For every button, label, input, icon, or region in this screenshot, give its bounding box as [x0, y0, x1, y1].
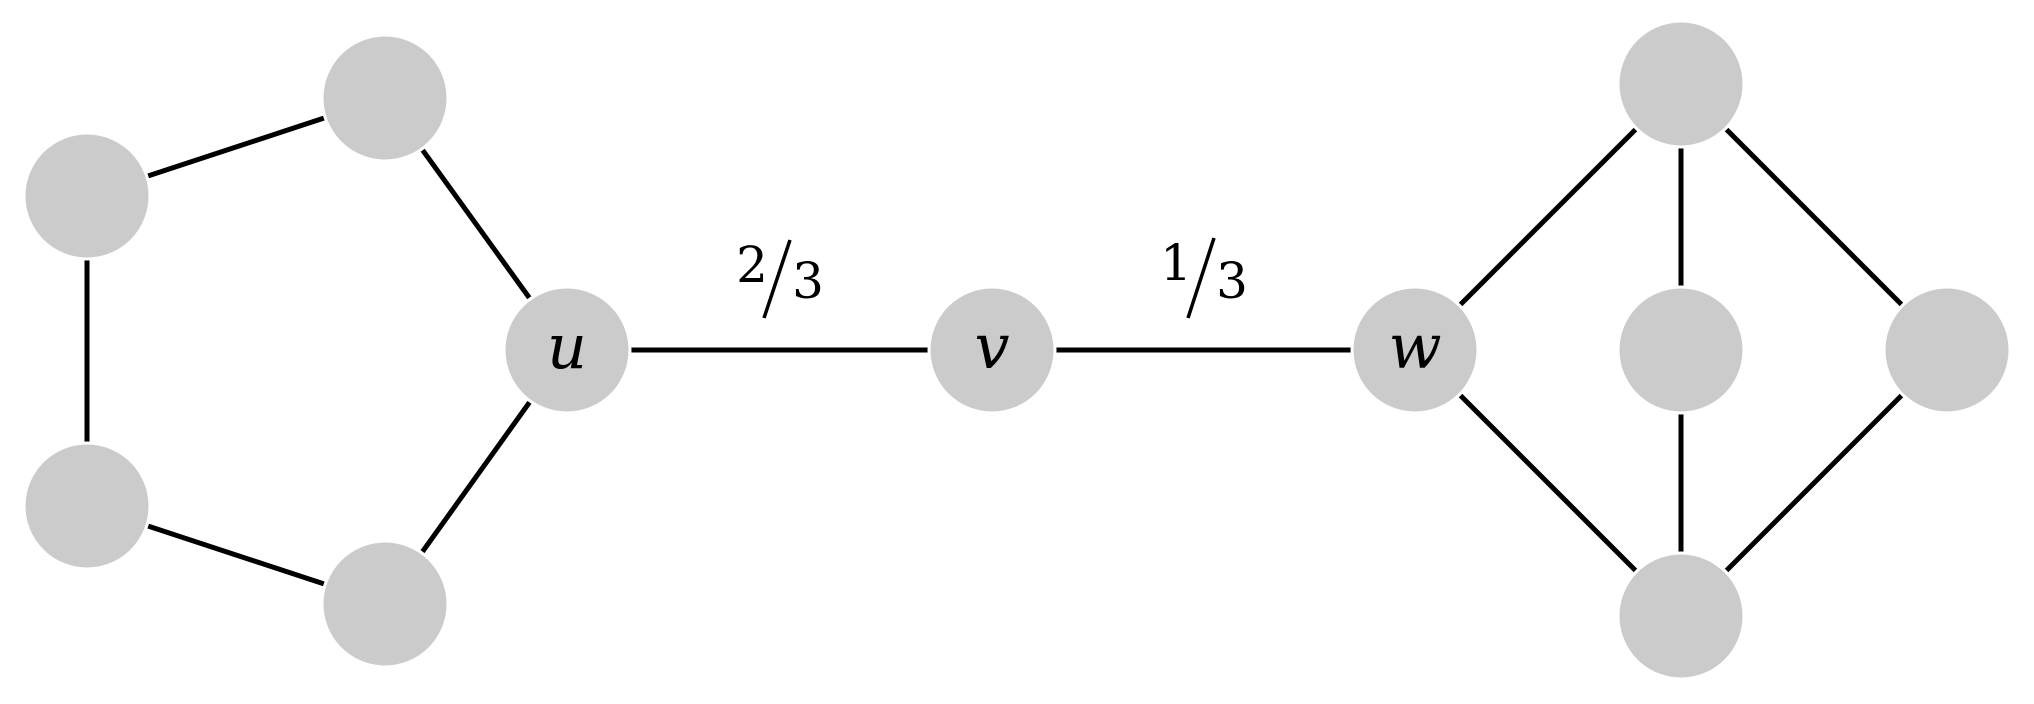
node-u [502, 285, 632, 415]
edge-label-v-w-numerator: 1 [1160, 234, 1192, 292]
edge-label-u-v-denominator: 3 [792, 252, 824, 310]
node-u-label: u [547, 310, 587, 383]
edge-label-v-w-denominator: 3 [1216, 252, 1248, 310]
node-cluster-bottom [1616, 551, 1746, 681]
node-pent-top [320, 33, 450, 163]
node-w [1350, 285, 1480, 415]
node-pent-left-bottom [22, 441, 152, 571]
node-cluster-middle [1616, 285, 1746, 415]
edge-label-u-v: 2 3 [736, 236, 824, 319]
edge-label-u-v-slash [762, 239, 792, 319]
node-pent-bottom [320, 539, 450, 669]
node-cluster-right [1882, 285, 2012, 415]
node-w-label: w [1388, 310, 1441, 383]
edge-label-u-v-numerator: 2 [736, 236, 768, 294]
node-labels: u v w [547, 310, 1442, 383]
nodes [22, 19, 2012, 681]
edge-label-v-w: 1 3 [1160, 234, 1248, 319]
node-pent-left-top [22, 131, 152, 261]
node-v [927, 285, 1057, 415]
node-cluster-top [1616, 19, 1746, 149]
edge-label-v-w-slash [1186, 237, 1216, 319]
node-v-label: v [974, 310, 1009, 383]
